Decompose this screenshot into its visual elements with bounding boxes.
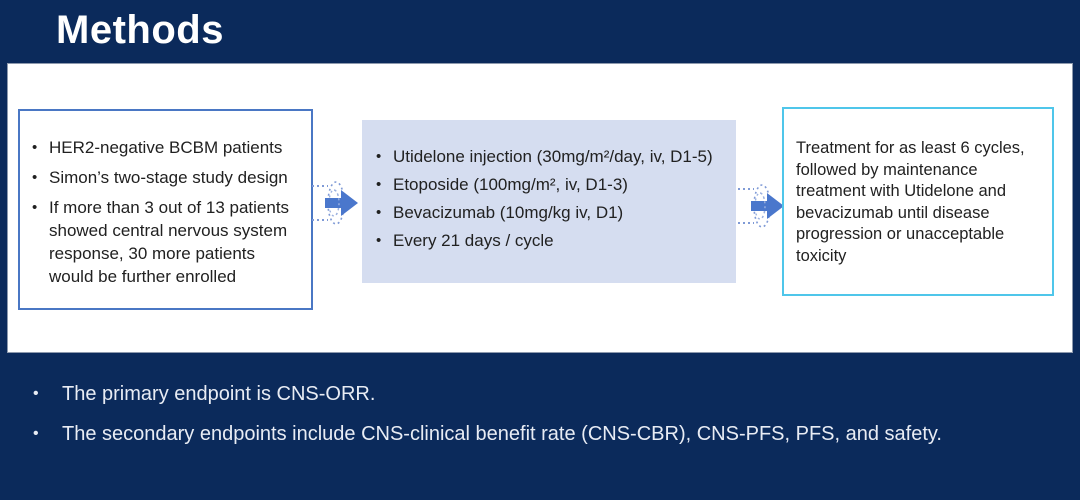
criteria-bullet-3: If more than 3 out of 13 patients showed… [49,198,290,286]
bullet-icon [376,145,393,169]
regimen-bullet-1: Utidelone injection (30mg/m²/day, iv, D1… [393,147,713,166]
bullet-icon [376,229,393,253]
secondary-endpoints-text: The secondary endpoints include CNS-clin… [62,423,942,445]
list-item: Every 21 days / cycle [376,229,728,253]
regimen-box: Utidelone injection (30mg/m²/day, iv, D1… [362,120,736,283]
bullet-icon [32,196,49,219]
list-item: Etoposide (100mg/m², iv, D1-3) [376,173,728,197]
criteria-box: HER2-negative BCBM patients Simon’s two-… [18,109,313,310]
list-item: If more than 3 out of 13 patients showed… [32,196,297,288]
bullet-icon [33,382,62,406]
bullet-icon [32,166,49,189]
page-title: Methods [56,8,224,52]
regimen-bullet-3: Bevacizumab (10mg/kg iv, D1) [393,203,624,222]
treatment-text: Treatment for as least 6 cycles, followe… [796,139,1025,265]
flow-arrow-icon [738,184,784,228]
list-item: Bevacizumab (10mg/kg iv, D1) [376,201,728,225]
endpoints-section: The primary endpoint is CNS-ORR. The sec… [0,382,1080,462]
regimen-bullet-4: Every 21 days / cycle [393,231,554,250]
list-item: The secondary endpoints include CNS-clin… [0,422,1080,446]
list-item: Simon’s two-stage study design [32,166,297,189]
flow-arrow-icon [312,181,358,225]
bullet-icon [32,136,49,159]
list-item: The primary endpoint is CNS-ORR. [0,382,1080,406]
bullet-icon [376,201,393,225]
bullet-icon [376,173,393,197]
primary-endpoint-text: The primary endpoint is CNS-ORR. [62,383,376,405]
list-item: HER2-negative BCBM patients [32,136,297,159]
regimen-bullet-2: Etoposide (100mg/m², iv, D1-3) [393,175,628,194]
criteria-bullet-1: HER2-negative BCBM patients [49,138,283,157]
criteria-bullet-2: Simon’s two-stage study design [49,168,288,187]
list-item: Utidelone injection (30mg/m²/day, iv, D1… [376,145,728,169]
bullet-icon [33,422,62,446]
treatment-box: Treatment for as least 6 cycles, followe… [782,107,1054,296]
